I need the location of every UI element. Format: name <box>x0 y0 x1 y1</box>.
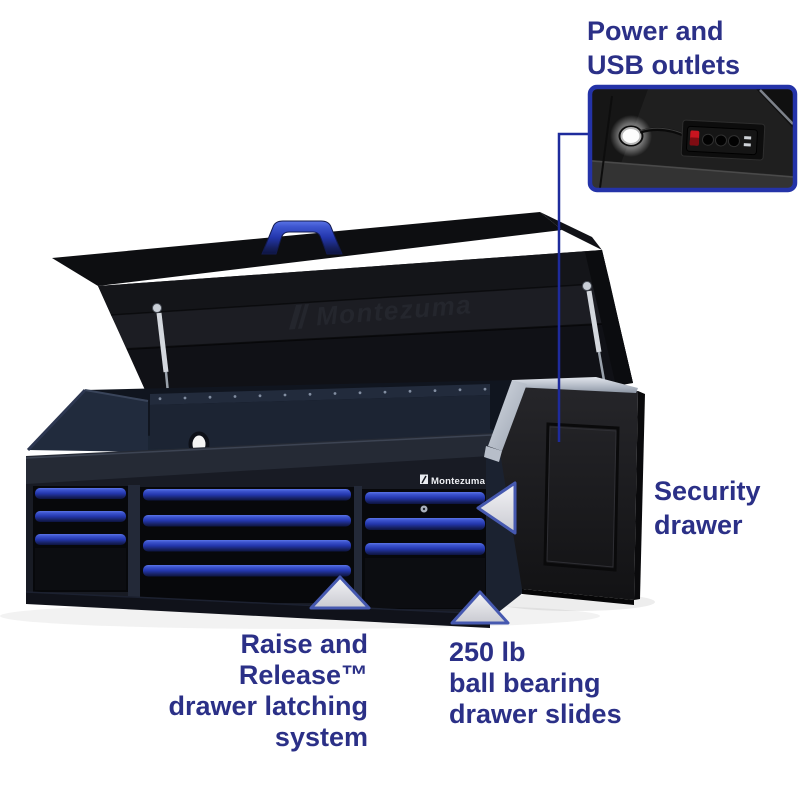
label-security-drawer: Security drawer <box>654 474 761 542</box>
drawer-handle <box>365 543 485 555</box>
label-drawer-slides: 250 lb ball bearing drawer slides <box>449 637 622 730</box>
drawer-column-left <box>33 486 128 592</box>
drawer-handle <box>35 488 126 499</box>
drawer-mullion <box>128 485 140 601</box>
label-line: ball bearing <box>449 668 601 698</box>
bin-opening <box>26 380 512 457</box>
lid-handle <box>261 220 343 255</box>
drawer-handle <box>143 565 351 577</box>
drawer-column-center <box>140 487 354 603</box>
power-outlet <box>714 134 727 147</box>
marker-triangle-slides <box>450 590 510 625</box>
drawer-keyhole <box>420 505 428 513</box>
gas-strut-right <box>582 281 607 387</box>
label-line: system <box>274 722 368 752</box>
marker-triangle-latch <box>309 575 371 610</box>
power-outlet <box>727 135 740 148</box>
power-outlet <box>701 133 714 146</box>
drawer-handle <box>35 534 126 545</box>
drawer-handle <box>143 489 351 501</box>
inset-photo <box>587 84 798 193</box>
drawer-handle <box>365 492 485 504</box>
drawer-handle <box>143 540 351 552</box>
power-strip <box>680 119 766 161</box>
marker-triangle-security <box>476 481 517 535</box>
drawer-mullion <box>354 486 362 607</box>
lid-open: Montezuma <box>52 212 633 401</box>
label-line: drawer <box>654 510 743 540</box>
security-tower-face <box>500 384 638 600</box>
tower-top-edge <box>512 377 638 393</box>
label-line: 250 lb <box>449 637 526 667</box>
label-line: drawer slides <box>449 699 622 729</box>
drawer-column-right <box>362 489 488 609</box>
label-line: Security <box>654 476 761 506</box>
drawer-handle <box>143 515 351 527</box>
label-raise-release: Raise and Release™ drawer latching syste… <box>168 629 368 753</box>
inset-border <box>587 84 798 193</box>
chest-base <box>26 592 490 628</box>
rivet-row <box>158 387 487 401</box>
grommet-light <box>610 115 652 157</box>
security-tower <box>484 377 645 605</box>
usb-ports <box>743 136 752 147</box>
brand-badge-text: Montezuma <box>431 476 486 487</box>
drawer-handle <box>365 518 485 530</box>
label-line: Raise and <box>240 629 368 659</box>
drawer-bank: Montezuma <box>25 456 491 628</box>
label-line: Power and <box>587 16 724 46</box>
label-power-usb: Power and USB outlets <box>587 14 740 82</box>
callout-line <box>557 132 593 442</box>
label-line: drawer latching <box>168 691 368 721</box>
tower-bevel-edge <box>488 380 527 451</box>
label-line: Release™ <box>238 660 368 690</box>
label-line: USB outlets <box>587 50 741 80</box>
brand-badge: Montezuma <box>420 474 486 487</box>
drawer-handle <box>35 511 126 522</box>
